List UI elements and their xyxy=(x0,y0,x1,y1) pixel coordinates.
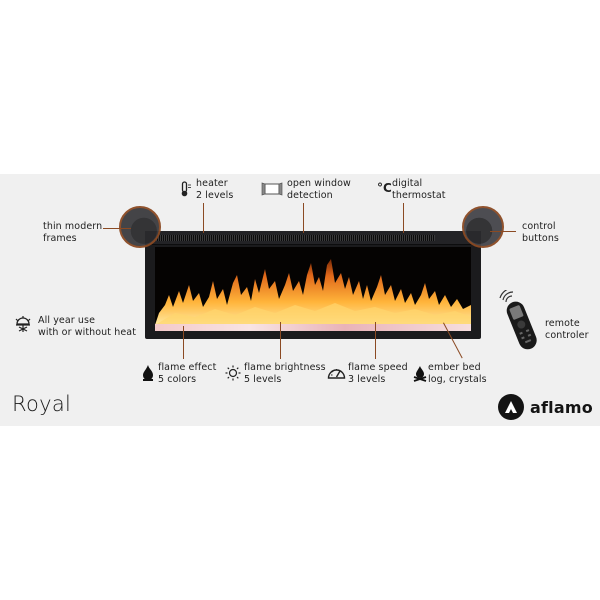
feature-ember-bed: ember bed log, crystals xyxy=(428,362,487,386)
vent-grille xyxy=(155,235,435,241)
feature-remote: remote controler xyxy=(545,318,589,342)
model-name: Royal xyxy=(12,392,72,416)
mountain-flame-icon xyxy=(505,401,517,413)
thermometer-icon xyxy=(181,181,191,197)
window-icon xyxy=(261,182,283,196)
flame-icon xyxy=(143,365,153,381)
leader-flame-speed xyxy=(375,322,376,359)
aflamo-logo-icon xyxy=(498,394,524,420)
sun-snowflake-icon xyxy=(15,316,31,332)
feature-detail: 2 levels xyxy=(196,190,234,201)
control-detail-circle xyxy=(462,206,504,248)
feature-title: flame brightness xyxy=(244,362,326,373)
feature-control-buttons: control buttons xyxy=(522,221,559,245)
feature-title: open window xyxy=(287,178,351,189)
feature-title: ember bed xyxy=(428,362,481,373)
feature-title: heater xyxy=(196,178,228,189)
feature-flame-speed: flame speed 3 levels xyxy=(348,362,408,386)
campfire-icon xyxy=(413,366,427,382)
feature-title: thin modern xyxy=(43,221,103,232)
leader-control xyxy=(490,231,516,232)
feature-detail: 5 colors xyxy=(158,374,197,385)
fireplace-image xyxy=(145,231,481,339)
feature-all-year: All year use with or without heat xyxy=(38,315,136,339)
feature-detail: 3 levels xyxy=(348,374,386,385)
feature-detail: controler xyxy=(545,330,589,341)
sun-icon xyxy=(225,365,241,381)
feature-heater: heater 2 levels xyxy=(196,178,233,202)
celsius-icon: °C xyxy=(377,181,392,195)
fireplace-glass xyxy=(155,247,471,331)
feature-title: flame speed xyxy=(348,362,408,373)
ember-bed-crystals xyxy=(155,324,471,331)
frame-detail-circle xyxy=(119,206,161,248)
feature-title: flame effect xyxy=(158,362,217,373)
feature-detail: log, crystals xyxy=(428,374,487,385)
feature-title: control xyxy=(522,221,556,232)
feature-frames: thin modern frames xyxy=(43,221,102,245)
leader-open-window xyxy=(303,203,304,233)
feature-detail: 5 levels xyxy=(244,374,282,385)
feature-detail: with or without heat xyxy=(38,327,137,338)
flames-graphic xyxy=(155,259,471,325)
feature-open-window: open window detection xyxy=(287,178,351,202)
feature-detail: frames xyxy=(43,233,77,244)
leader-frames xyxy=(103,228,131,229)
leader-flame-brightness xyxy=(280,322,281,359)
feature-detail: buttons xyxy=(522,233,559,244)
feature-title: remote xyxy=(545,318,580,329)
leader-heater xyxy=(203,203,204,233)
feature-thermostat: digital thermostat xyxy=(392,178,446,202)
remote-control-icon xyxy=(499,290,537,350)
brand-name: aflamo xyxy=(530,397,593,417)
speedometer-icon xyxy=(327,369,346,379)
leader-flame-effect xyxy=(183,326,184,359)
feature-title: digital xyxy=(392,178,423,189)
feature-flame-brightness: flame brightness 5 levels xyxy=(244,362,326,386)
feature-flame-effect: flame effect 5 colors xyxy=(158,362,216,386)
feature-detail: detection xyxy=(287,190,333,201)
brand-logo-lockup: aflamo xyxy=(498,394,593,420)
feature-detail: thermostat xyxy=(392,190,446,201)
fireplace-top-vent xyxy=(145,231,481,245)
leader-thermostat xyxy=(403,203,404,233)
feature-title: All year use xyxy=(38,315,96,326)
